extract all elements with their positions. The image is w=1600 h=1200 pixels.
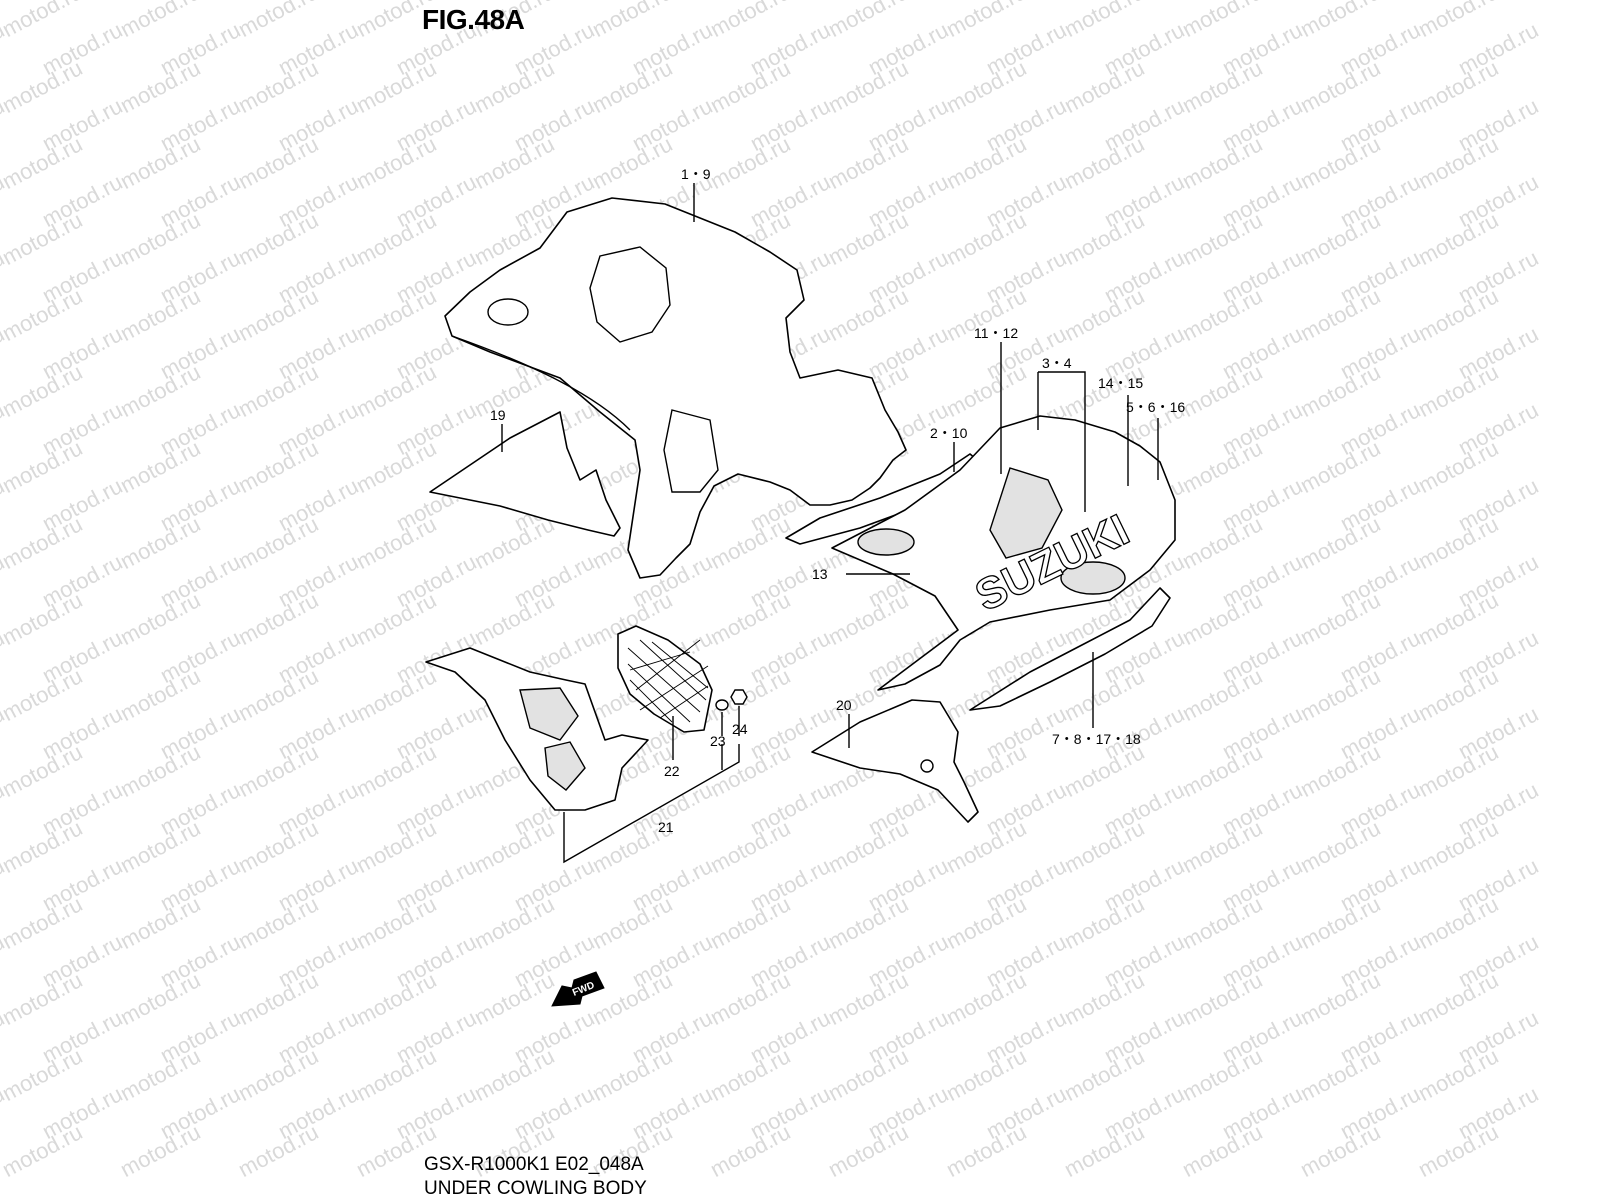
under-cowling-oval-hole [857, 528, 915, 556]
washer-shape [715, 699, 729, 711]
callout-23: 23 [710, 733, 726, 749]
leader-3-4 [1037, 371, 1086, 512]
lower-bracket-panel[interactable] [811, 699, 979, 823]
upper-cowling-edge-line [451, 335, 631, 431]
under-cowling-vent [989, 467, 1063, 559]
callout-2-10: 2・10 [930, 425, 968, 441]
mesh-net-frame [617, 625, 713, 733]
callout-3-4: 3・4 [1042, 355, 1072, 371]
nut[interactable] [730, 689, 748, 705]
callout-21: 21 [658, 819, 674, 835]
washer[interactable] [715, 699, 729, 711]
under-cowling-lower-hole [1060, 561, 1126, 595]
lower-bracket-outline [811, 699, 979, 823]
under-frame-panel[interactable] [425, 647, 649, 811]
under-frame-cutout-2 [544, 741, 586, 791]
upper-side-cowling[interactable] [444, 197, 907, 579]
upper-cowling-outline [444, 197, 907, 579]
mesh-net-grid [627, 639, 709, 723]
upper-cowling-vent [589, 246, 671, 343]
model-code: GSX-R1000K1 E02_048A [424, 1154, 644, 1175]
upper-cowling-hole [487, 298, 529, 326]
callout-5-6-16: 5・6・16 [1126, 399, 1185, 415]
mesh-net[interactable] [617, 625, 713, 733]
callout-19: 19 [490, 407, 506, 423]
lower-bracket-bolt [920, 759, 934, 773]
leader-21-group [563, 744, 740, 864]
fwd-arrow-icon: FWD [551, 971, 605, 1007]
inner-panel-outline [429, 411, 621, 537]
under-frame-cutout-1 [519, 687, 579, 741]
lower-decal-outline [969, 587, 1171, 711]
nut-shape [730, 689, 748, 705]
callout-20: 20 [836, 697, 852, 713]
callout-11-12: 11・12 [974, 325, 1018, 341]
figure-title: FIG.48A [422, 4, 525, 35]
callout-22: 22 [664, 763, 680, 779]
inner-panel[interactable] [429, 411, 621, 537]
upper-cowling-lower-vent [663, 409, 719, 493]
lower-decal-strip[interactable] [969, 587, 1171, 711]
callout-14-15: 14・15 [1098, 375, 1143, 391]
diagram-name: UNDER COWLING BODY [424, 1178, 647, 1199]
callout-24: 24 [732, 721, 748, 737]
callout-1-9: 1・9 [681, 166, 711, 182]
callout-7-8-17-18: 7・8・17・18 [1052, 731, 1141, 747]
callout-13: 13 [812, 566, 828, 582]
